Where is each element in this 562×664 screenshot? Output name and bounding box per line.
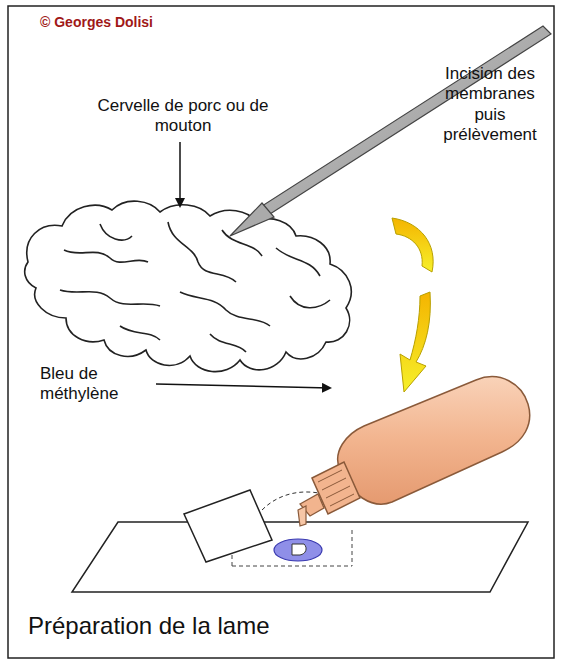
caption: Préparation de la lame	[28, 612, 269, 641]
yellow-arrow	[392, 218, 433, 392]
dropper-bottle	[298, 377, 530, 526]
leader-line	[156, 384, 330, 388]
tissue-sample	[292, 544, 306, 555]
leader-line	[179, 142, 181, 206]
dashed-guide	[232, 566, 352, 567]
step-label: Incision des membranes puis prélèvement	[432, 64, 548, 146]
glass-slide	[72, 522, 528, 592]
brain-drawing	[25, 201, 352, 372]
coverslip	[184, 490, 272, 562]
stain-drop	[274, 539, 322, 561]
part-label: Cervelle de porc ou de mouton	[88, 96, 278, 137]
copyright-note: © Georges Dolisi	[40, 14, 153, 31]
frame	[8, 6, 554, 658]
part-label: Bleu de méthylène	[40, 364, 150, 405]
needle-drawing	[230, 26, 551, 236]
